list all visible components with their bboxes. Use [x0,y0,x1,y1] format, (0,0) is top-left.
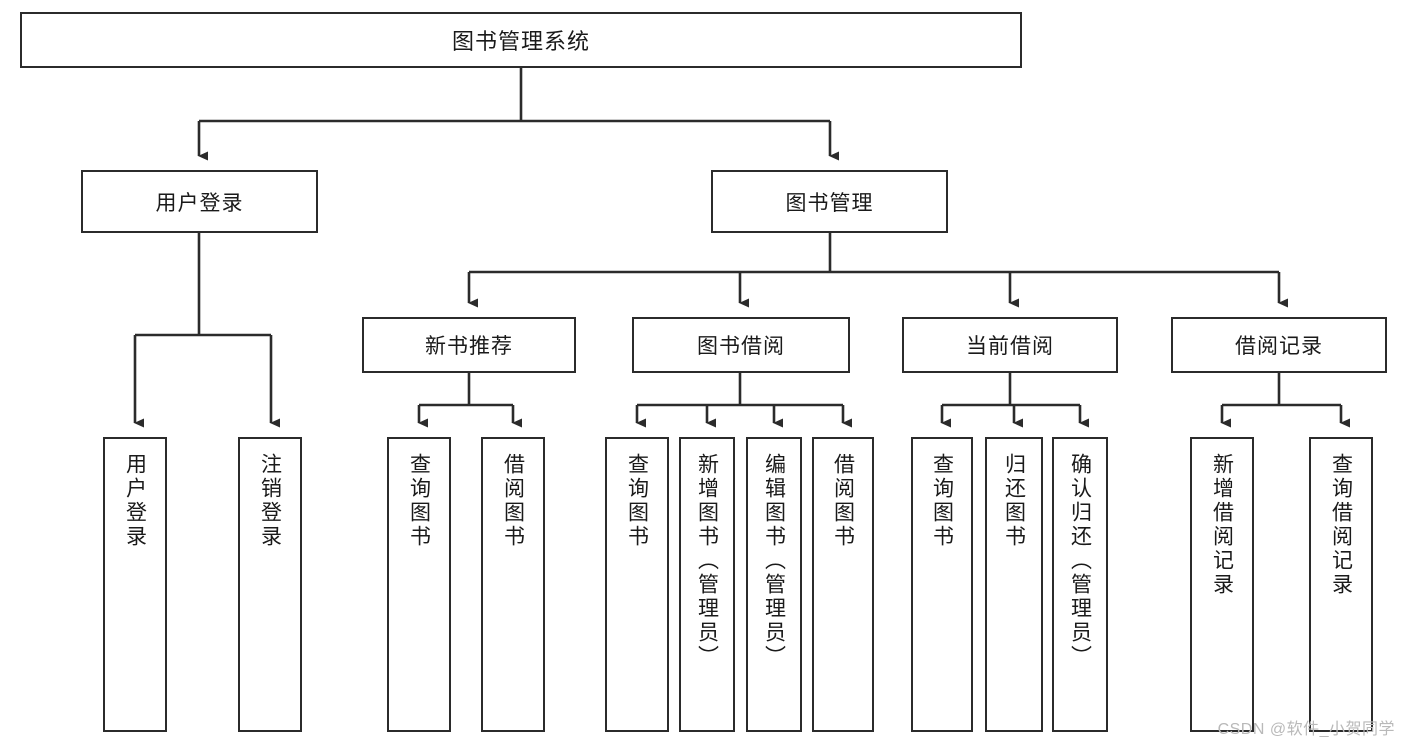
node-label: 归还图书 [1002,453,1026,549]
node-new-book-recommend[interactable]: 新书推荐 [362,317,576,373]
node-label: 查询图书 [625,453,649,549]
node-label: 当前借阅 [966,335,1054,358]
node-leaf-user-login[interactable]: 用户登录 [103,437,167,732]
node-label: 编辑图书（管理员） [762,453,786,669]
node-label: 确认归还（管理员） [1068,453,1092,669]
node-label: 借阅记录 [1235,335,1323,358]
node-label: 新增图书（管理员） [695,453,719,669]
node-leaf-add-borrow-record[interactable]: 新增借阅记录 [1190,437,1254,732]
node-user-login[interactable]: 用户登录 [81,170,318,233]
node-label: 借阅图书 [501,453,525,549]
node-leaf-query-book-newrec[interactable]: 查询图书 [387,437,451,732]
node-current-borrow[interactable]: 当前借阅 [902,317,1118,373]
node-label: 新书推荐 [425,335,513,358]
node-label: 图书管理 [785,191,874,215]
node-label: 注销登录 [258,453,282,549]
node-leaf-confirm-return-admin[interactable]: 确认归还（管理员） [1052,437,1108,732]
node-book-management[interactable]: 图书管理 [711,170,948,233]
node-label: 用户登录 [155,191,244,215]
node-leaf-logout-login[interactable]: 注销登录 [238,437,302,732]
node-label: 用户登录 [123,453,147,549]
node-leaf-query-book-current[interactable]: 查询图书 [911,437,973,732]
node-label: 查询图书 [407,453,431,549]
node-label: 借阅图书 [831,453,855,549]
csdn-watermark: CSDN @软件_小贺同学 [1217,721,1395,738]
node-leaf-add-book-admin[interactable]: 新增图书（管理员） [679,437,735,732]
node-label: 图书借阅 [697,335,785,358]
node-leaf-edit-book-admin[interactable]: 编辑图书（管理员） [746,437,802,732]
node-leaf-query-borrow-record[interactable]: 查询借阅记录 [1309,437,1373,732]
node-borrow-record[interactable]: 借阅记录 [1171,317,1387,373]
node-label: 查询借阅记录 [1329,453,1353,597]
node-leaf-borrow-book-borrow[interactable]: 借阅图书 [812,437,874,732]
node-leaf-borrow-book-newrec[interactable]: 借阅图书 [481,437,545,732]
node-root-book-management-system[interactable]: 图书管理系统 [20,12,1022,68]
node-label: 新增借阅记录 [1210,453,1234,597]
node-book-borrow[interactable]: 图书借阅 [632,317,850,373]
node-leaf-return-book[interactable]: 归还图书 [985,437,1043,732]
node-label: 查询图书 [930,453,954,549]
node-label: 图书管理系统 [451,29,590,54]
node-leaf-query-book-borrow[interactable]: 查询图书 [605,437,669,732]
